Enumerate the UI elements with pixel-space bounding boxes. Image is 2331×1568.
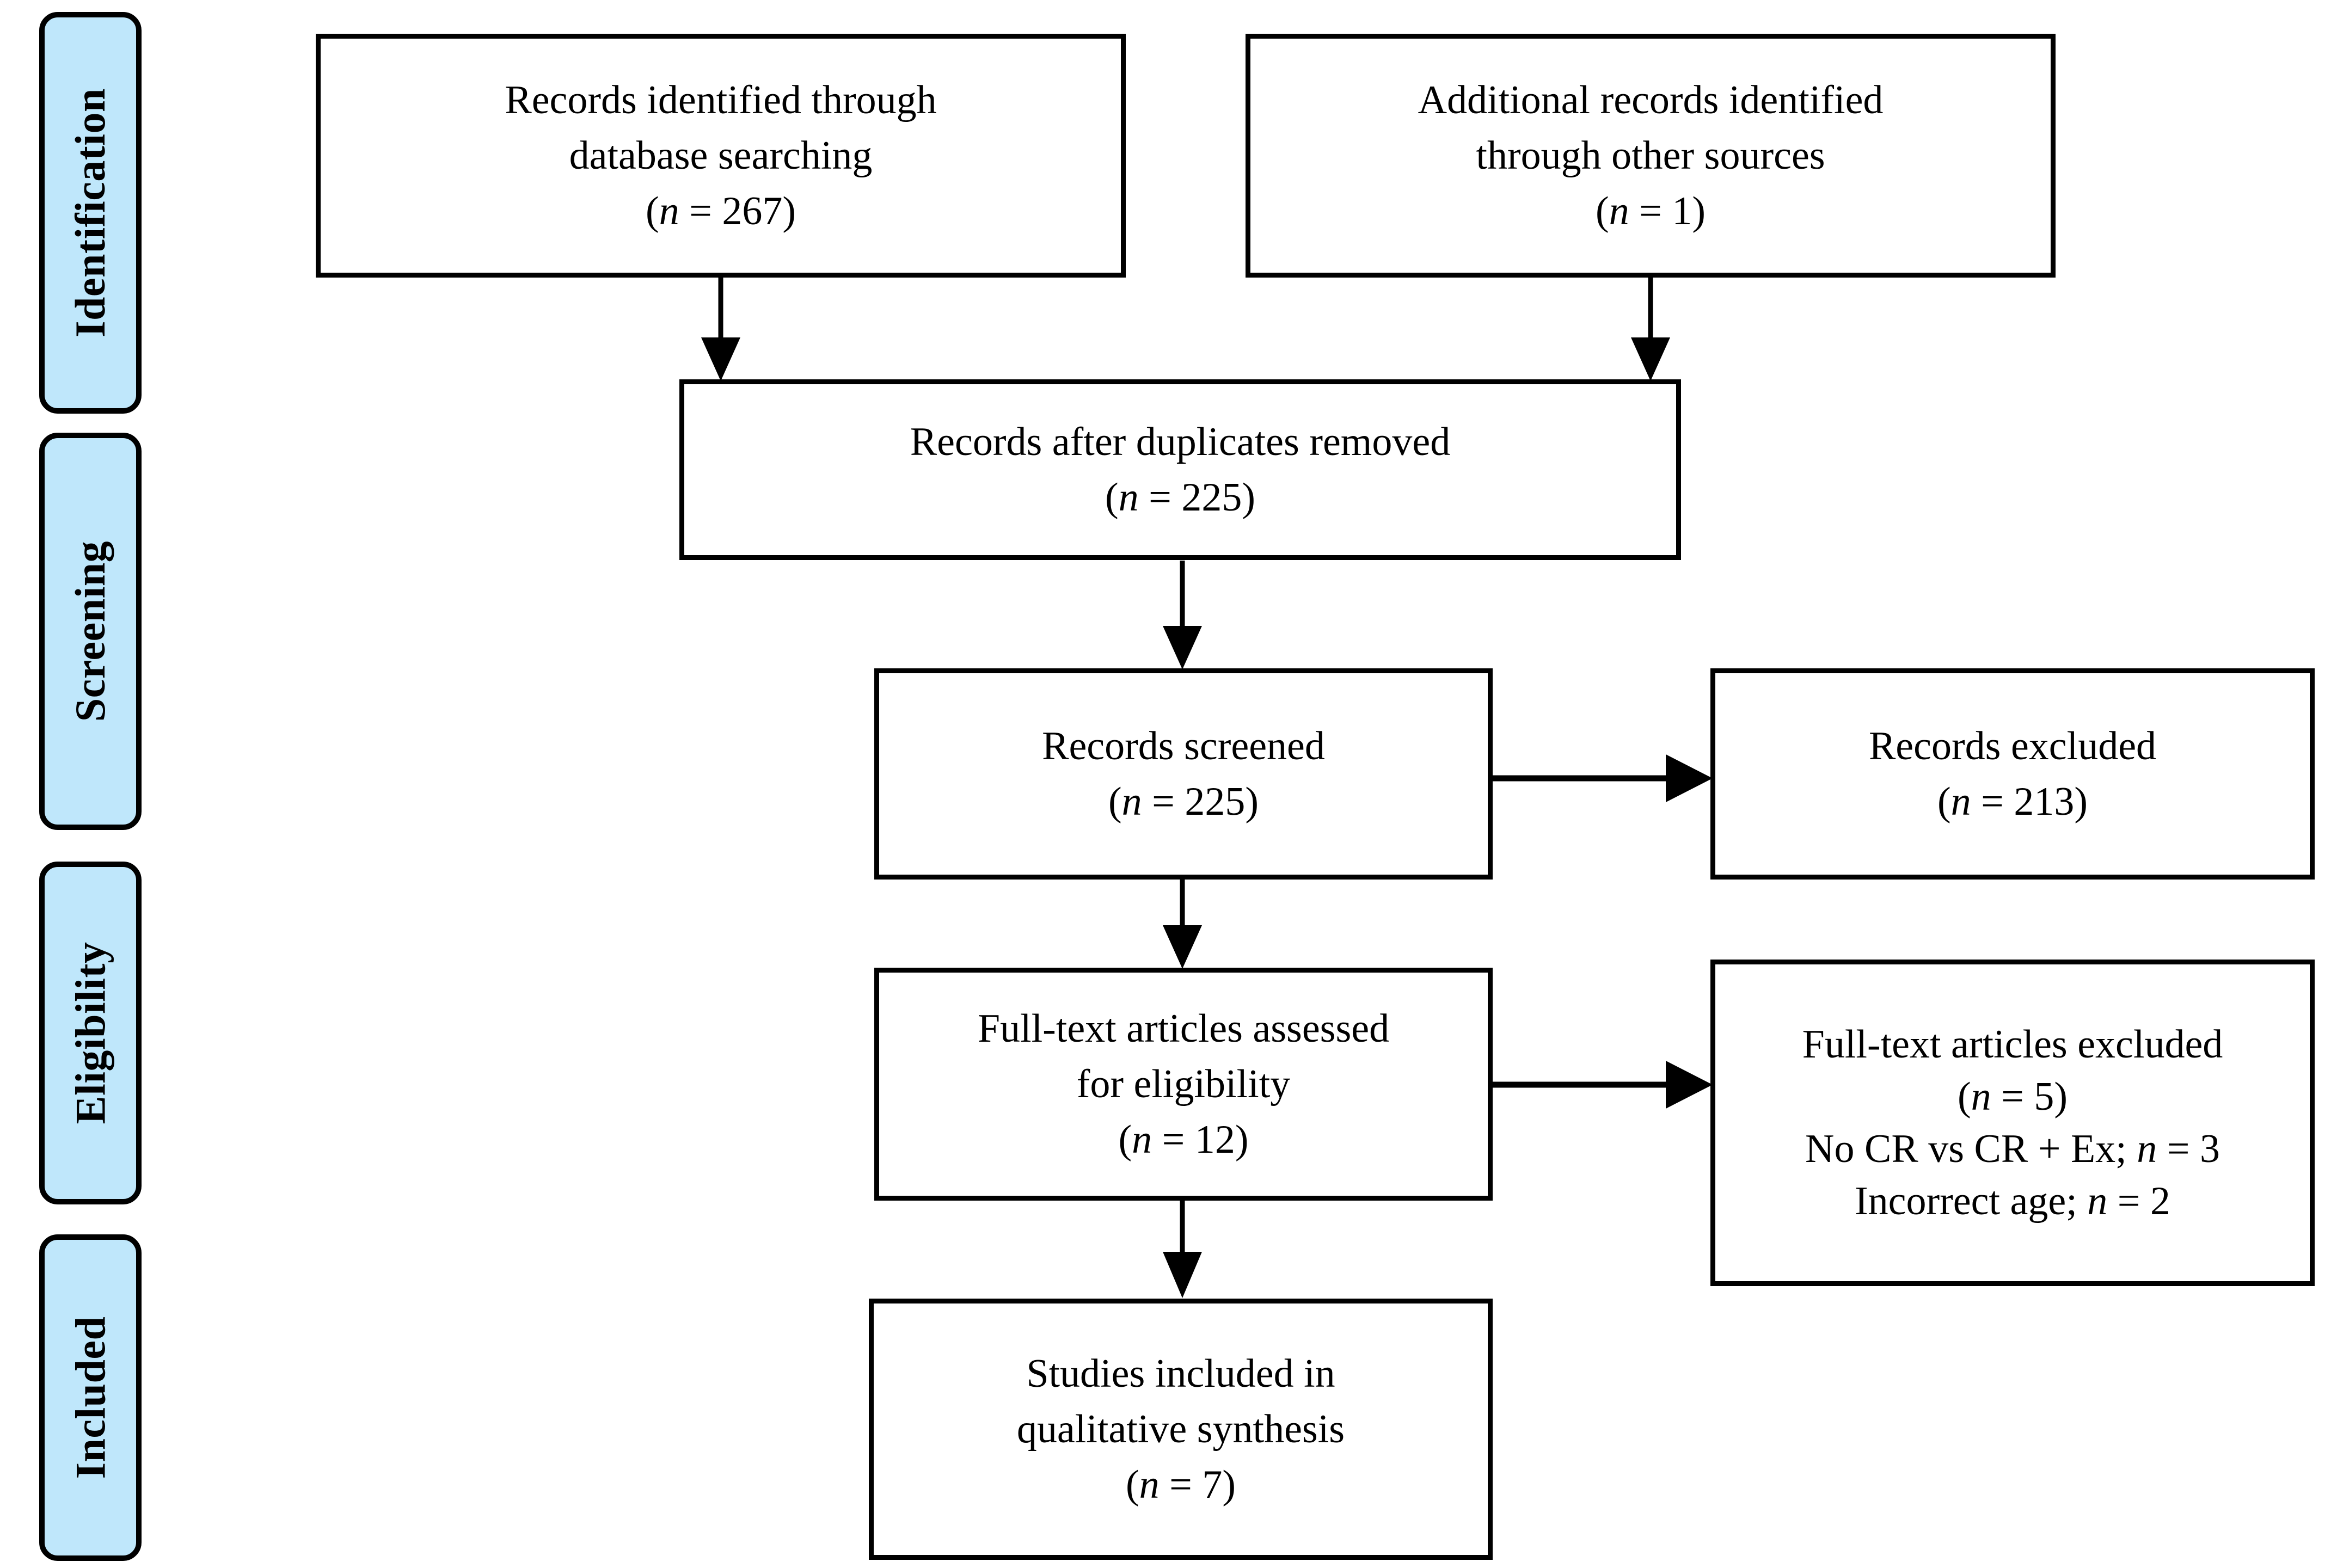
box-records-after-duplicates: Records after duplicates removed (n = 22… [679, 379, 1681, 560]
connector-fulltext-to-included [1163, 1197, 1202, 1298]
connector-screened-to-fulltext [1163, 877, 1202, 969]
connector-dedupe-to-screened [1163, 561, 1202, 669]
records-excluded-line1: Records excluded [1868, 723, 2157, 768]
fulltext-excluded-reason-1: No CR vs CR + Ex; n = 3 [1805, 1127, 2220, 1171]
studies-included-line1: Studies included in [1026, 1351, 1335, 1396]
fulltext-excluded-count: (n = 5) [1957, 1074, 2068, 1119]
records-database-line1: Records identified through [505, 77, 937, 122]
fulltext-assessed-count: (n = 12) [1118, 1117, 1249, 1163]
stage-pill-included: Included [39, 1234, 142, 1561]
box-records-screened: Records screened (n = 225) [874, 668, 1493, 880]
records-other-line2: through other sources [1476, 133, 1825, 178]
fulltext-assessed-line1: Full-text articles assessed [977, 1006, 1390, 1051]
box-records-identified-database: Records identified through database sear… [316, 34, 1126, 278]
records-excluded-count: (n = 213) [1937, 779, 2088, 824]
fulltext-assessed-line2: for eligibility [1076, 1061, 1291, 1106]
records-database-count: (n = 267) [645, 189, 796, 234]
records-other-count: (n = 1) [1595, 189, 1706, 234]
box-records-identified-other: Additional records identified through ot… [1246, 34, 2056, 278]
stage-pill-identification: Identification [39, 12, 142, 414]
fulltext-excluded-reason-2: Incorrect age; n = 2 [1854, 1179, 2170, 1224]
stage-label-identification: Identification [66, 88, 114, 337]
stage-label-included: Included [66, 1316, 114, 1479]
connector-fulltext-to-excluded [1490, 1061, 1713, 1109]
stage-pill-screening: Screening [39, 433, 142, 830]
records-screened-line1: Records screened [1042, 723, 1325, 768]
studies-included-line2: qualitative synthesis [1016, 1406, 1345, 1452]
after-duplicates-count: (n = 225) [1105, 475, 1256, 520]
box-fulltext-assessed: Full-text articles assessed for eligibil… [874, 968, 1493, 1201]
box-studies-included: Studies included in qualitative synthesi… [869, 1299, 1493, 1560]
stage-label-screening: Screening [66, 540, 114, 722]
connector-other-to-dedupe [1631, 276, 1670, 381]
after-duplicates-line1: Records after duplicates removed [910, 419, 1451, 464]
fulltext-excluded-line1: Full-text articles excluded [1802, 1022, 2223, 1067]
records-screened-count: (n = 225) [1108, 779, 1259, 824]
connector-screened-to-excluded [1490, 754, 1713, 802]
records-database-line2: database searching [569, 133, 873, 178]
studies-included-count: (n = 7) [1125, 1462, 1236, 1508]
records-other-line1: Additional records identified [1418, 77, 1884, 122]
box-fulltext-excluded: Full-text articles excluded (n = 5) No C… [1710, 960, 2315, 1286]
stage-label-eligibility: Eligibility [66, 942, 114, 1124]
box-records-excluded: Records excluded (n = 213) [1710, 668, 2315, 880]
connector-db-to-dedupe [701, 276, 740, 381]
stage-pill-eligibility: Eligibility [39, 862, 142, 1204]
